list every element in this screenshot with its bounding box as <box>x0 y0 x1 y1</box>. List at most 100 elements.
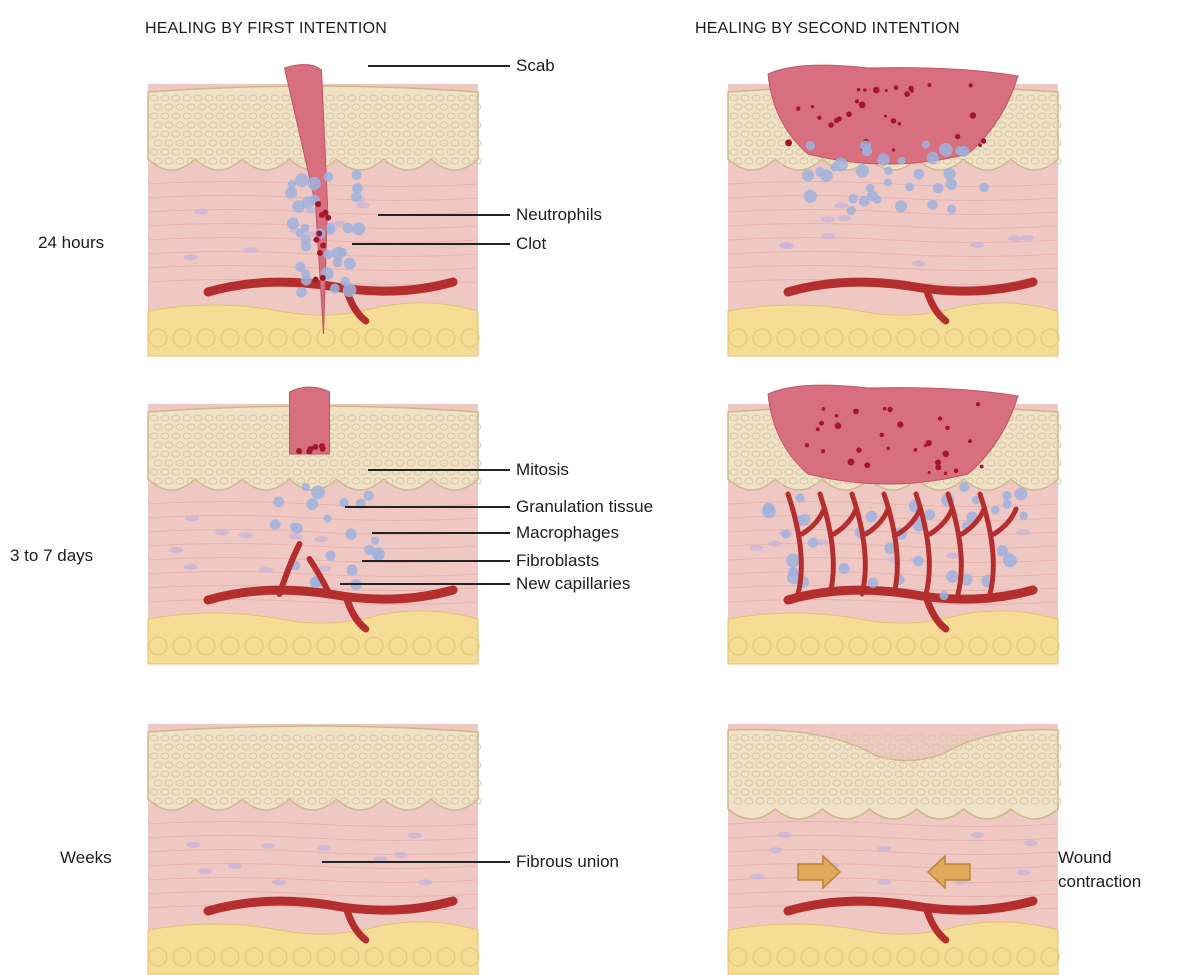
neutrophil <box>905 182 914 191</box>
leader-macrophages <box>372 532 510 534</box>
macrophage <box>1003 500 1012 509</box>
scab-cell <box>981 138 986 143</box>
scab-cell <box>980 465 984 469</box>
neutrophil <box>330 284 340 294</box>
neutrophil <box>847 206 856 215</box>
macrophage <box>323 515 331 523</box>
dermal-cell <box>1016 529 1030 535</box>
macrophage <box>1020 512 1028 520</box>
macrophage <box>991 506 1000 515</box>
scab-cell <box>969 83 973 87</box>
dermal-cell <box>272 879 286 885</box>
macrophage <box>762 504 776 518</box>
macrophage <box>371 536 379 544</box>
neutrophil <box>884 166 893 175</box>
macrophage <box>924 509 935 520</box>
dermal-cell <box>215 529 229 535</box>
scab-cell <box>894 85 899 90</box>
neutrophil <box>877 153 890 166</box>
scab-cell <box>970 112 976 118</box>
neutrophil <box>947 204 956 213</box>
clot-cell <box>320 242 326 248</box>
scab-cell <box>914 448 918 452</box>
scab-cell <box>846 111 852 117</box>
macrophage <box>311 485 325 499</box>
dermal-cell <box>970 242 984 248</box>
scab-cell <box>837 116 842 121</box>
neutrophil <box>332 247 345 260</box>
scab-cell <box>853 408 859 414</box>
leader-granulation <box>345 506 510 508</box>
clot-cell <box>317 250 323 256</box>
dermal-cell <box>912 260 926 266</box>
macrophage <box>868 578 879 589</box>
macrophage <box>808 537 818 547</box>
macrophage <box>913 556 924 567</box>
neutrophil <box>295 173 309 187</box>
scab-cell <box>811 105 814 108</box>
leader-neutrophils <box>378 214 510 216</box>
panel-first-3-7d <box>148 384 478 664</box>
neutrophil <box>323 172 333 182</box>
clot-cell <box>313 277 319 283</box>
neutrophil <box>343 223 354 234</box>
clot-cell <box>319 212 325 218</box>
dermal-cell <box>183 564 197 570</box>
leader-fibroblasts <box>362 560 510 562</box>
dermal-cell <box>317 845 331 851</box>
clot-cell <box>314 237 320 243</box>
neutrophil <box>326 226 335 235</box>
scab-cell <box>817 116 821 120</box>
scab-cell <box>885 89 888 92</box>
neutrophil <box>301 269 310 278</box>
neutrophil <box>804 190 817 203</box>
first-intention-title: HEALING BY FIRST INTENTION <box>145 20 387 38</box>
scab-cell <box>873 87 880 94</box>
row-label-weeks: Weeks <box>60 848 112 868</box>
dermal-cell <box>1020 235 1034 241</box>
scab-cell <box>319 443 325 449</box>
dermal-cell <box>768 541 782 547</box>
scab-cell <box>892 148 895 151</box>
label-new-capillaries: New capillaries <box>516 574 630 594</box>
dermal-cell <box>185 515 199 521</box>
scab-cell <box>864 462 870 468</box>
label-mitosis: Mitosis <box>516 460 569 480</box>
neutrophil <box>927 199 937 209</box>
leader-capillaries <box>340 583 510 585</box>
dermal-cell <box>394 852 408 858</box>
neutrophil <box>307 177 321 191</box>
macrophage <box>1003 554 1017 568</box>
scab-cell <box>886 446 890 450</box>
macrophage <box>364 545 374 555</box>
scab-cell <box>978 143 982 147</box>
macrophage <box>273 496 284 507</box>
dermal-cell <box>194 209 208 215</box>
dermal-cell <box>1017 870 1031 876</box>
clot-cell <box>320 275 326 281</box>
dermal-cell <box>198 868 212 874</box>
dermal-cell <box>418 879 432 885</box>
dermal-cell <box>243 247 257 253</box>
label-fibrous-union: Fibrous union <box>516 852 619 872</box>
dermal-cell <box>228 863 242 869</box>
panel-second-3-7d <box>728 384 1058 664</box>
scab-cell <box>857 88 861 92</box>
scab-cell <box>307 446 313 452</box>
scab-cell <box>835 414 839 418</box>
dermal-cell <box>186 842 200 848</box>
scab-cell <box>945 426 950 431</box>
scab-cell <box>859 102 866 109</box>
dermal-cell <box>314 536 328 542</box>
panel-second-weeks <box>728 704 1058 975</box>
neutrophil <box>898 157 906 165</box>
scab-cell <box>887 407 892 412</box>
label-neutrophils: Neutrophils <box>516 205 602 225</box>
scab-cell <box>954 468 959 473</box>
macrophage <box>363 490 373 500</box>
leader-fibrous-union <box>322 861 510 863</box>
neutrophil <box>955 146 964 155</box>
scab-cell <box>828 122 834 128</box>
dermal-cell <box>821 233 835 239</box>
row-label-24-hours: 24 hours <box>38 233 104 253</box>
